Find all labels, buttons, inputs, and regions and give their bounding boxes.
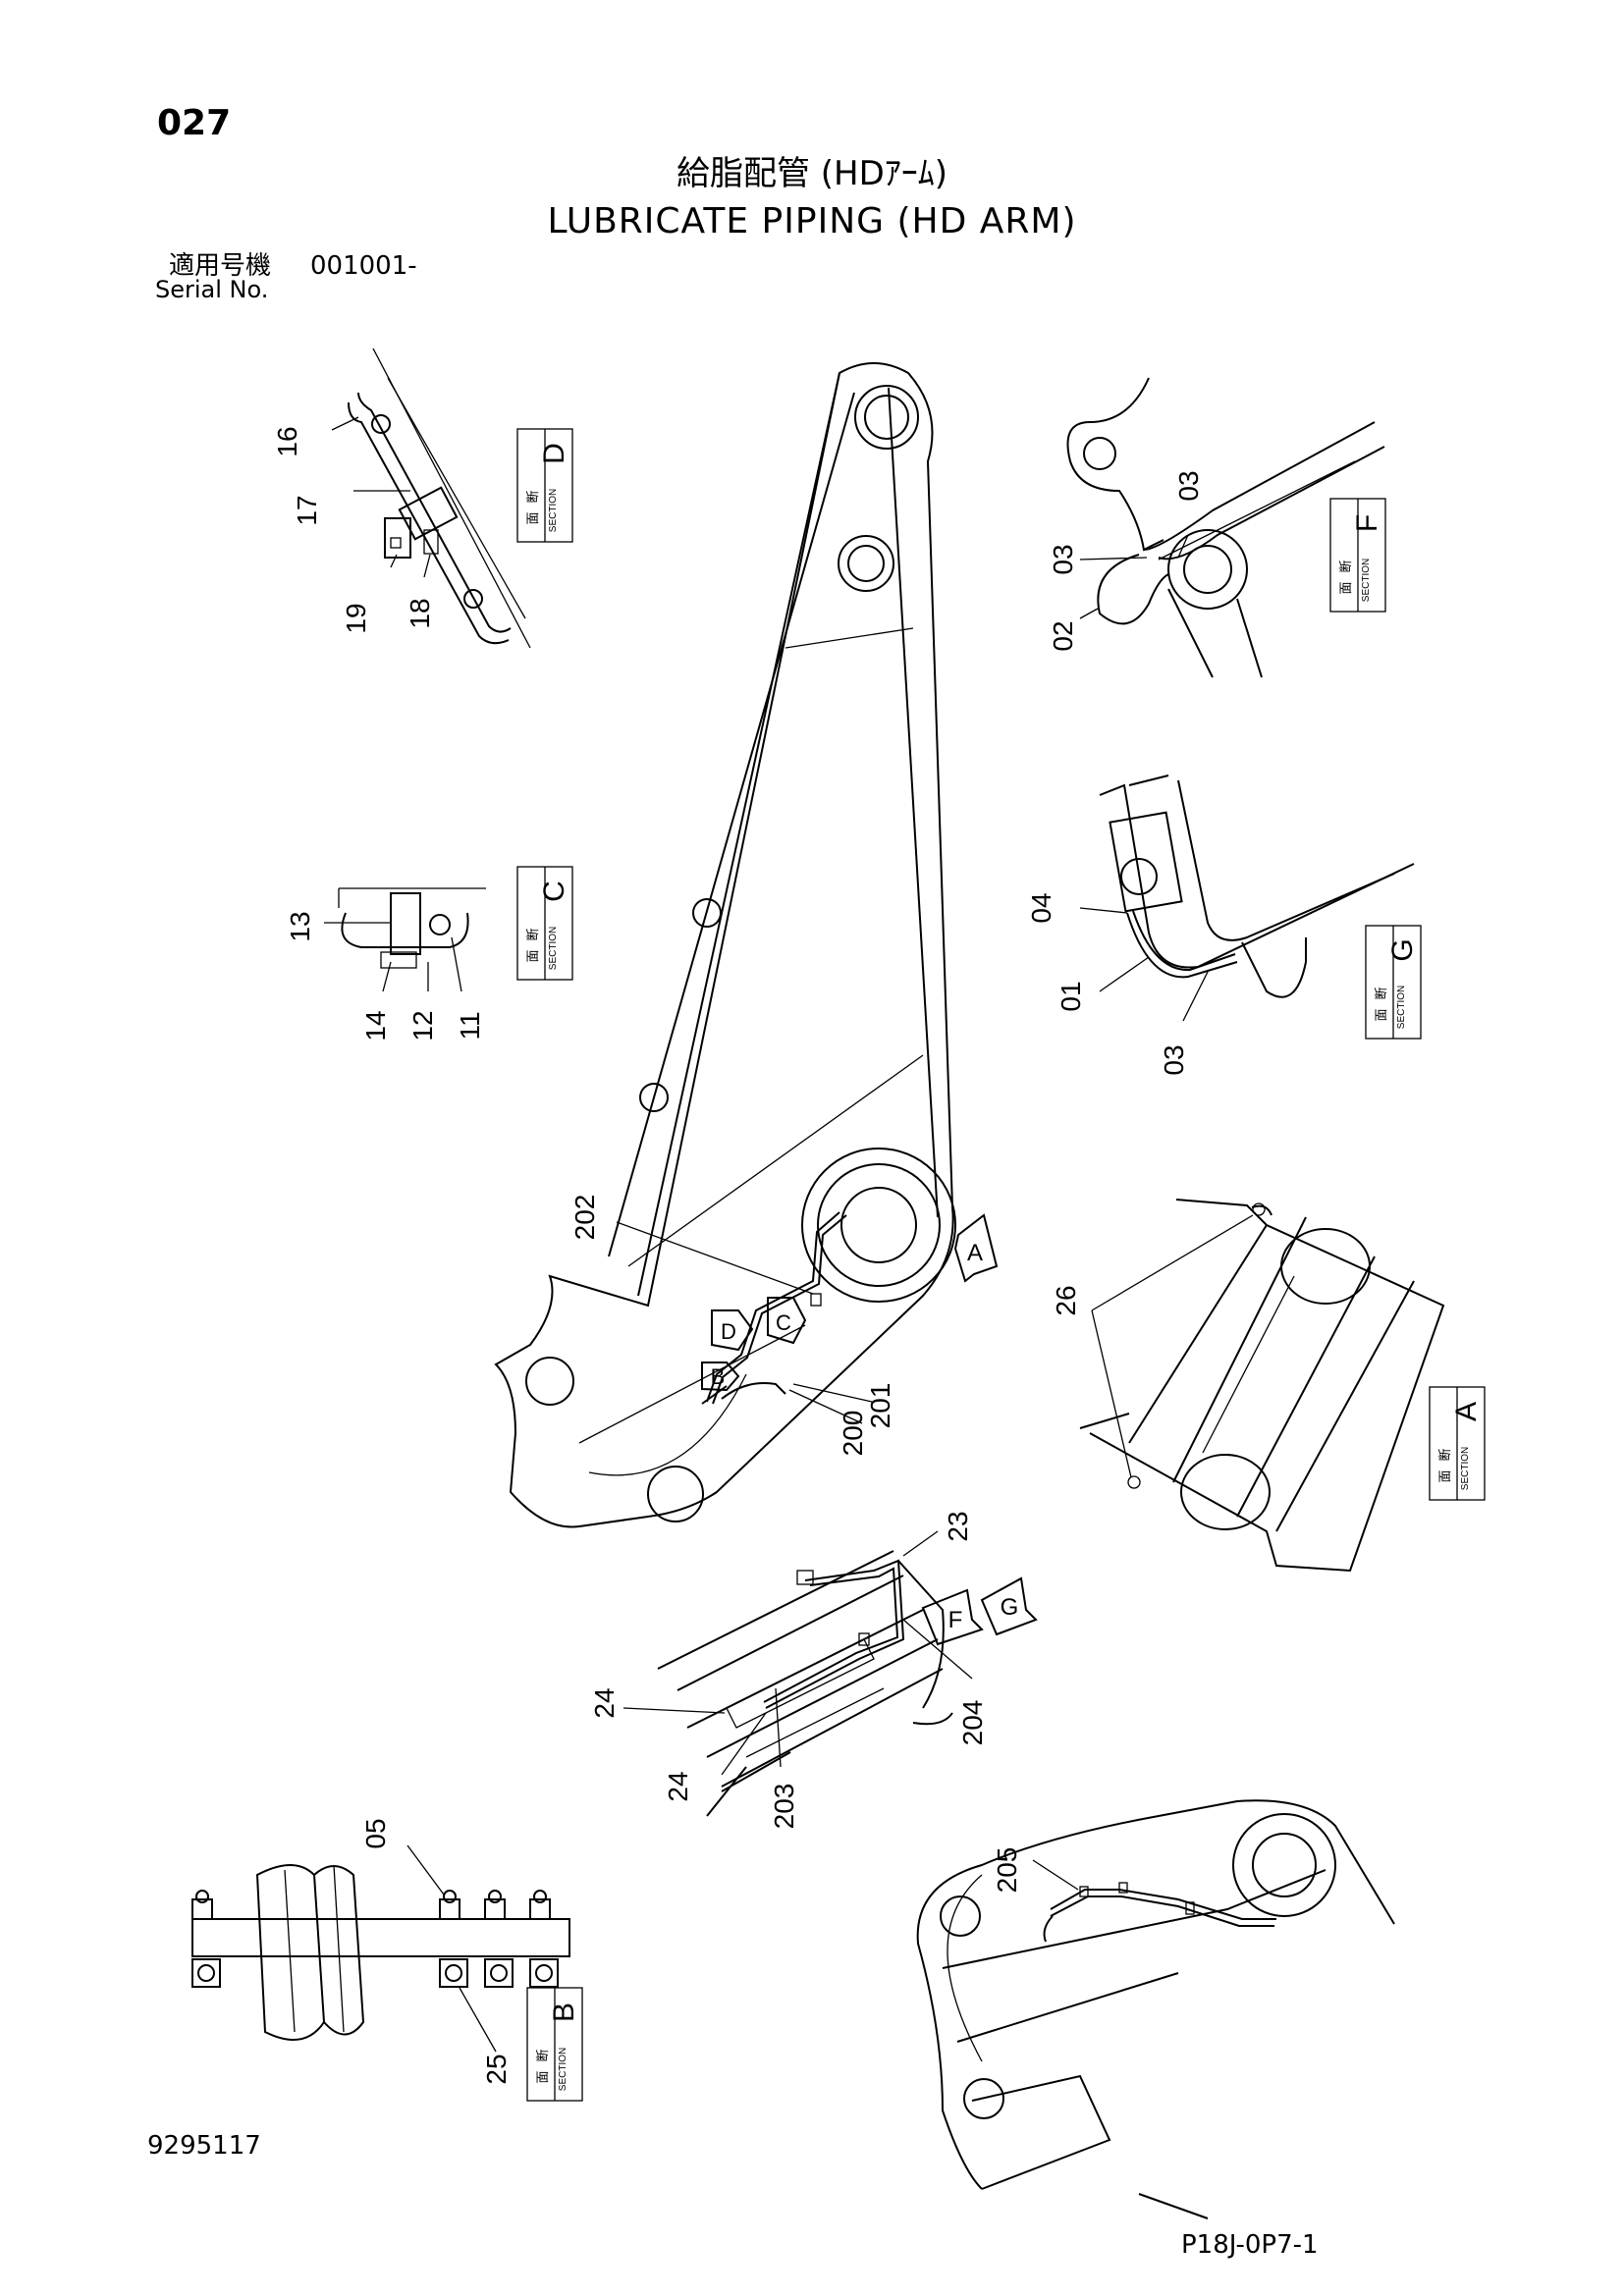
detail-part-23: 23 xyxy=(943,1511,973,1541)
section-f-tag-word: SECTION xyxy=(1361,559,1372,602)
section-b-view: 05 25 B 断 面 SECTION xyxy=(191,1818,583,2102)
section-a-tag-kanji-1: 断 xyxy=(1437,1448,1452,1461)
section-b-tag-word: SECTION xyxy=(558,2048,568,2091)
applicable-serial-label: 適用号機 xyxy=(169,251,272,281)
section-d-letter: D xyxy=(538,443,570,464)
section-c-part-13: 13 xyxy=(285,911,315,941)
section-b-letter: B xyxy=(548,2002,580,2022)
view-arrow-b-label: B xyxy=(711,1364,726,1389)
section-f-tag-kanji-2: 面 xyxy=(1338,581,1353,594)
section-a-view: 26 A 断 面 SECTION xyxy=(1051,1199,1486,1573)
section-g-tag-kanji-1: 断 xyxy=(1374,987,1388,999)
section-g-view: 04 01 03 G 断 面 SECTION xyxy=(1026,774,1422,1076)
detail-part-204: 204 xyxy=(957,1700,988,1746)
section-f-view: 03 03 02 F 断 面 SECTION xyxy=(1048,377,1386,678)
document-number: 9295117 xyxy=(147,2131,261,2161)
section-a-tag-kanji-2: 面 xyxy=(1437,1469,1452,1482)
view-arrow-g-label: G xyxy=(1001,1594,1019,1621)
section-g-letter: G xyxy=(1386,938,1419,961)
serial-no-label: Serial No. xyxy=(155,276,269,303)
section-b-tag: B 断 面 SECTION xyxy=(526,1987,583,2102)
section-c-letter: C xyxy=(538,881,570,902)
section-f-part-03-upper: 03 xyxy=(1173,470,1204,501)
section-d-tag-kanji-2: 面 xyxy=(525,511,540,524)
section-f-part-02: 02 xyxy=(1048,620,1078,651)
section-c-tag-kanji-2: 面 xyxy=(525,949,540,962)
view-arrow-a-label: A xyxy=(967,1240,983,1266)
section-g-part-04: 04 xyxy=(1026,892,1056,923)
section-d-tag-word: SECTION xyxy=(548,489,559,532)
section-d-part-19: 19 xyxy=(341,603,371,633)
page-code: P18J-0P7-1 xyxy=(1181,2230,1319,2260)
title-japanese: 給脂配管 (HDｱｰﾑ) xyxy=(676,154,948,193)
section-a-part-26: 26 xyxy=(1051,1285,1081,1315)
view-arrow-d-label: D xyxy=(721,1319,736,1344)
section-g-part-03: 03 xyxy=(1159,1044,1189,1075)
bracket-view: 205 xyxy=(916,1799,1395,2219)
section-f-tag: F 断 面 SECTION xyxy=(1329,498,1386,613)
section-b-tag-kanji-2: 面 xyxy=(535,2070,550,2083)
section-b-part-25: 25 xyxy=(481,2054,512,2084)
section-a-letter: A xyxy=(1450,1402,1483,1421)
section-c-tag-word: SECTION xyxy=(548,927,559,970)
section-d-part-17: 17 xyxy=(292,495,322,525)
view-arrow-c-label: C xyxy=(776,1310,791,1335)
section-a-tag-word: SECTION xyxy=(1460,1447,1471,1490)
section-f-tag-kanji-1: 断 xyxy=(1338,560,1353,572)
part-label-202: 202 xyxy=(569,1195,600,1241)
main-arm-view: A B C D 202 200 201 xyxy=(494,362,999,1528)
section-d-part-16: 16 xyxy=(272,426,302,456)
section-c-tag-kanji-1: 断 xyxy=(525,928,540,940)
piping-detail-view: F G 23 24 24 203 204 xyxy=(589,1511,1038,1830)
section-c-part-12: 12 xyxy=(407,1010,438,1041)
section-b-part-05: 05 xyxy=(360,1818,391,1848)
page-number: 027 xyxy=(157,103,232,143)
section-g-tag-word: SECTION xyxy=(1396,986,1407,1029)
section-g-tag: G 断 面 SECTION xyxy=(1365,925,1422,1040)
section-g-tag-kanji-2: 面 xyxy=(1374,1008,1388,1021)
section-c-part-11: 11 xyxy=(455,1011,485,1040)
detail-part-24-upper: 24 xyxy=(589,1687,620,1718)
section-d-tag: D 断 面 SECTION xyxy=(516,428,573,543)
section-g-part-01: 01 xyxy=(1056,981,1086,1011)
section-c-part-14: 14 xyxy=(360,1010,391,1041)
section-f-letter: F xyxy=(1351,514,1383,532)
section-c-tag: C 断 面 SECTION xyxy=(516,866,573,981)
part-label-201: 201 xyxy=(865,1383,895,1429)
section-d-part-18: 18 xyxy=(405,598,435,628)
detail-part-24-lower: 24 xyxy=(663,1771,693,1801)
detail-part-203: 203 xyxy=(769,1784,799,1830)
applicable-serial-value: 001001- xyxy=(310,251,417,281)
view-arrow-f-label: F xyxy=(948,1607,963,1633)
section-f-part-03-lower: 03 xyxy=(1048,544,1078,574)
section-b-tag-kanji-1: 断 xyxy=(535,2049,550,2061)
part-label-200: 200 xyxy=(838,1411,868,1457)
section-d-view: 16 17 18 19 D 断 面 SECTION xyxy=(272,347,573,649)
title-english: LUBRICATE PIPING (HD ARM) xyxy=(547,201,1077,241)
section-a-tag: A 断 面 SECTION xyxy=(1429,1386,1486,1501)
section-d-tag-kanji-1: 断 xyxy=(525,490,540,503)
section-c-view: 13 14 12 11 C 断 面 SECTION xyxy=(285,866,573,1041)
bracket-part-205: 205 xyxy=(992,1847,1022,1894)
